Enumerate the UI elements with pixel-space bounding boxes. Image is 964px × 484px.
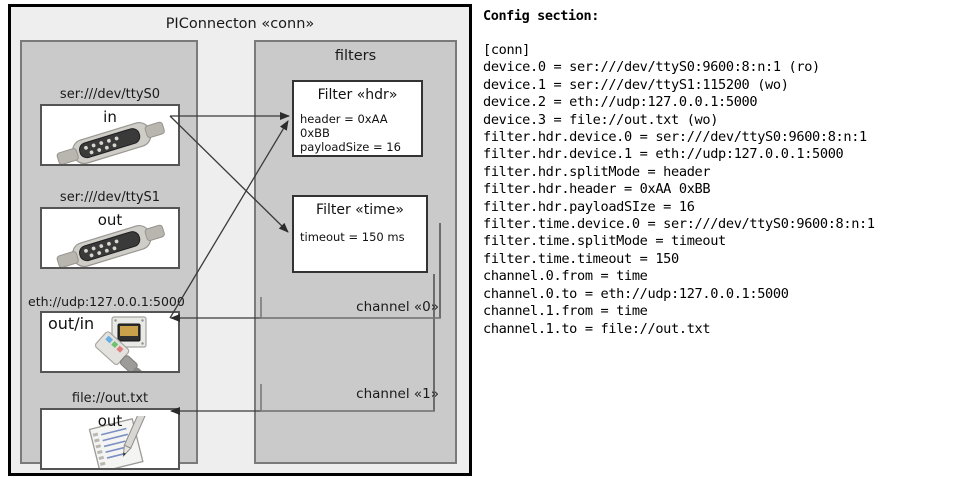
config-line: channel.0.from = time [483,268,648,285]
config-line: device.0 = ser:///dev/ttyS0:9600:8:n:1 (… [483,59,820,76]
connector-diagram: PIConnecton «conn» ser:///dev/ttyS0 in [8,4,472,476]
device-ser0-direction: in [103,108,117,126]
device-file-direction: out [97,412,123,430]
config-section-heading: Config section: [483,8,599,24]
device-file-caption: file://out.txt [71,391,149,406]
device-ser1-direction: out [97,211,123,229]
serial-port-icon [56,121,165,164]
config-line: filter.time.splitMode = timeout [483,233,726,250]
filter-hdr-prop-header: header = 0xAA 0xBB [300,112,388,140]
channel-0-label: channel «0» [356,299,439,315]
config-line: filter.time.device.0 = ser:///dev/ttyS0:… [483,216,875,233]
text-document-icon [88,416,147,468]
device-ser1-caption: ser:///dev/ttyS1 [59,190,161,205]
filter-hdr-box[interactable]: Filter «hdr» header = 0xAA 0xBB payloadS… [292,80,423,157]
device-eth-caption: eth://udp:127.0.0.1:5000 [28,294,185,309]
config-section: Config section: [conn]device.0 = ser:///… [483,8,953,338]
channel-1-label: channel «1» [356,386,439,402]
config-line: filter.hdr.device.0 = ser:///dev/ttyS0:9… [483,129,867,146]
config-line: filter.hdr.device.1 = eth://udp:127.0.0.… [483,146,844,163]
config-line: filter.hdr.header = 0xAA 0xBB [483,181,711,198]
serial-port-icon [56,224,165,267]
config-line: channel.0.to = eth://udp:127.0.0.1:5000 [483,285,789,302]
diagram-title: PIConnecton «conn» [165,16,315,32]
config-line: filter.hdr.payloadSIze = 16 [483,198,695,215]
config-line: channel.1.from = time [483,303,648,320]
filter-hdr-title: Filter «hdr» [317,87,398,103]
device-ser0[interactable]: ser:///dev/ttyS0 in [40,87,180,166]
device-eth-direction: out/in [48,314,95,333]
config-section-body: [conn]device.0 = ser:///dev/ttyS0:9600:8… [483,42,953,338]
device-ser1-card[interactable]: out [40,207,180,269]
filter-time-title: Filter «time» [316,202,404,218]
device-ser0-caption: ser:///dev/ttyS0 [59,87,161,102]
config-line: [conn] [483,42,531,58]
filter-hdr-props: header = 0xAA 0xBB payloadSize = 16 [300,112,421,154]
ethernet-jack-icon [94,316,147,371]
device-eth-card[interactable]: out/in [40,311,180,373]
config-line: device.3 = file://out.txt (wo) [483,111,719,128]
config-line: device.1 = ser:///dev/ttyS1:115200 (wo) [483,76,789,93]
filter-time-prop-timeout: timeout = 150 ms [300,230,405,244]
config-line: filter.time.timeout = 150 [483,250,679,267]
device-ser1[interactable]: ser:///dev/ttyS1 out [40,190,180,269]
filter-hdr-prop-payloadsize: payloadSize = 16 [300,140,401,154]
config-line: channel.1.to = file://out.txt [483,320,711,337]
device-file-card[interactable]: out [40,408,180,470]
device-eth[interactable]: eth://udp:127.0.0.1:5000 out/in [28,294,185,373]
filters-group-title: filters [334,48,377,64]
device-ser0-card[interactable]: in [40,104,180,166]
filter-time-props: timeout = 150 ms [300,230,426,244]
device-file[interactable]: file://out.txt out [40,391,180,470]
devices-group: ser:///dev/ttyS0 in [20,40,198,470]
config-line: device.2 = eth://udp:127.0.0.1:5000 [483,94,758,111]
config-line: filter.hdr.splitMode = header [483,163,711,180]
filter-time-box[interactable]: Filter «time» timeout = 150 ms [292,195,428,273]
